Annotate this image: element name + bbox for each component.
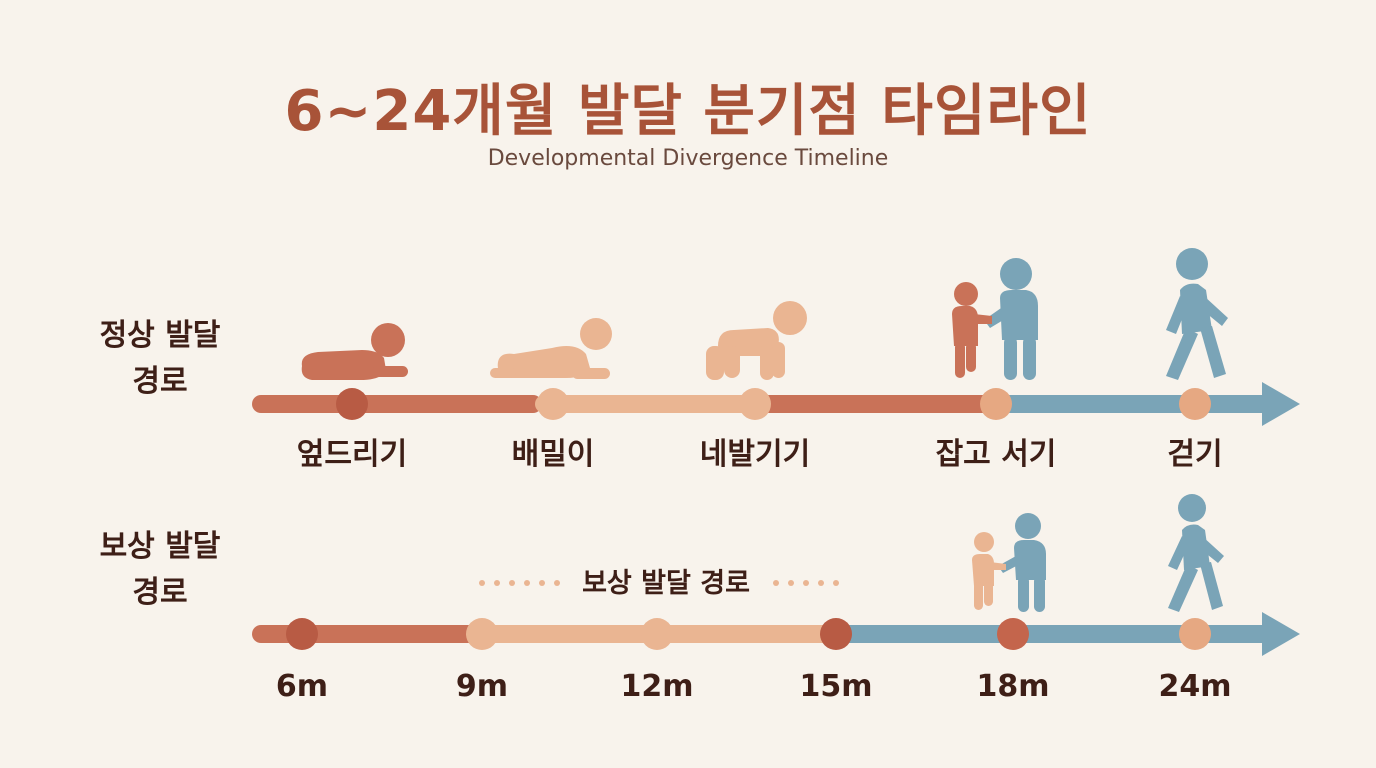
milestone-label: 엎드리기 — [297, 437, 407, 472]
age-dot — [997, 618, 1029, 650]
normal-path-label-line1: 정상 발달 — [99, 318, 221, 353]
baby-lying-icon — [301, 323, 408, 380]
page-title: 6~24개월 발달 분기점 타임라인 — [284, 79, 1092, 144]
compensatory-mid-label: 보상 발달 경로 — [582, 568, 750, 599]
dotted-line-right — [773, 580, 839, 586]
compensatory-path-label-line2: 경로 — [132, 575, 188, 610]
age-dot — [286, 618, 318, 650]
normal-path-label-line2: 경로 — [132, 364, 188, 399]
normal-path-timeline: 엎드리기 배밀이 네발기기 잡고 서기 걷기 — [252, 248, 1300, 472]
milestone-dot — [1179, 388, 1211, 420]
age-label: 12m — [620, 669, 693, 704]
normal-track-segment — [752, 395, 1002, 413]
baby-commando-crawl-icon — [490, 318, 612, 379]
milestone-dot — [980, 388, 1012, 420]
person-walking-icon — [1166, 248, 1228, 380]
normal-path-label: 정상 발달 경로 — [85, 313, 235, 405]
milestone-dot — [739, 388, 771, 420]
milestone-label: 걷기 — [1167, 437, 1222, 472]
age-label: 18m — [976, 669, 1049, 704]
person-walking-icon — [1168, 494, 1224, 612]
milestone-dot — [537, 388, 569, 420]
dotted-line-left — [479, 580, 560, 586]
baby-crawling-icon — [706, 301, 807, 380]
milestone-label: 잡고 서기 — [936, 437, 1057, 472]
age-label: 24m — [1158, 669, 1231, 704]
compensatory-track-segment — [836, 625, 1266, 643]
compensatory-path-label-line1: 보상 발달 — [99, 529, 221, 564]
toddler-standing-holding-adult-icon — [972, 513, 1046, 612]
toddler-standing-holding-adult-icon — [952, 258, 1038, 380]
age-dot — [820, 618, 852, 650]
normal-track-arrowhead — [1262, 382, 1300, 426]
milestone-dot — [336, 388, 368, 420]
age-label: 6m — [276, 669, 328, 704]
milestone-label: 배밀이 — [512, 437, 595, 472]
age-dot — [1179, 618, 1211, 650]
age-dot — [466, 618, 498, 650]
compensatory-track-arrowhead — [1262, 612, 1300, 656]
age-label: 15m — [799, 669, 872, 704]
normal-track-segment — [995, 395, 1265, 413]
normal-track-segment — [535, 395, 760, 413]
normal-track-segment — [252, 395, 542, 413]
page-subtitle: Developmental Divergence Timeline — [487, 146, 889, 171]
compensatory-path-label: 보상 발달 경로 — [85, 524, 235, 616]
age-dot — [641, 618, 673, 650]
milestone-label: 네발기기 — [700, 437, 810, 472]
age-label: 9m — [456, 669, 508, 704]
compensatory-path-timeline: 6m 9m 12m 15m 18m 24m 보상 발달 경로 — [252, 494, 1300, 704]
